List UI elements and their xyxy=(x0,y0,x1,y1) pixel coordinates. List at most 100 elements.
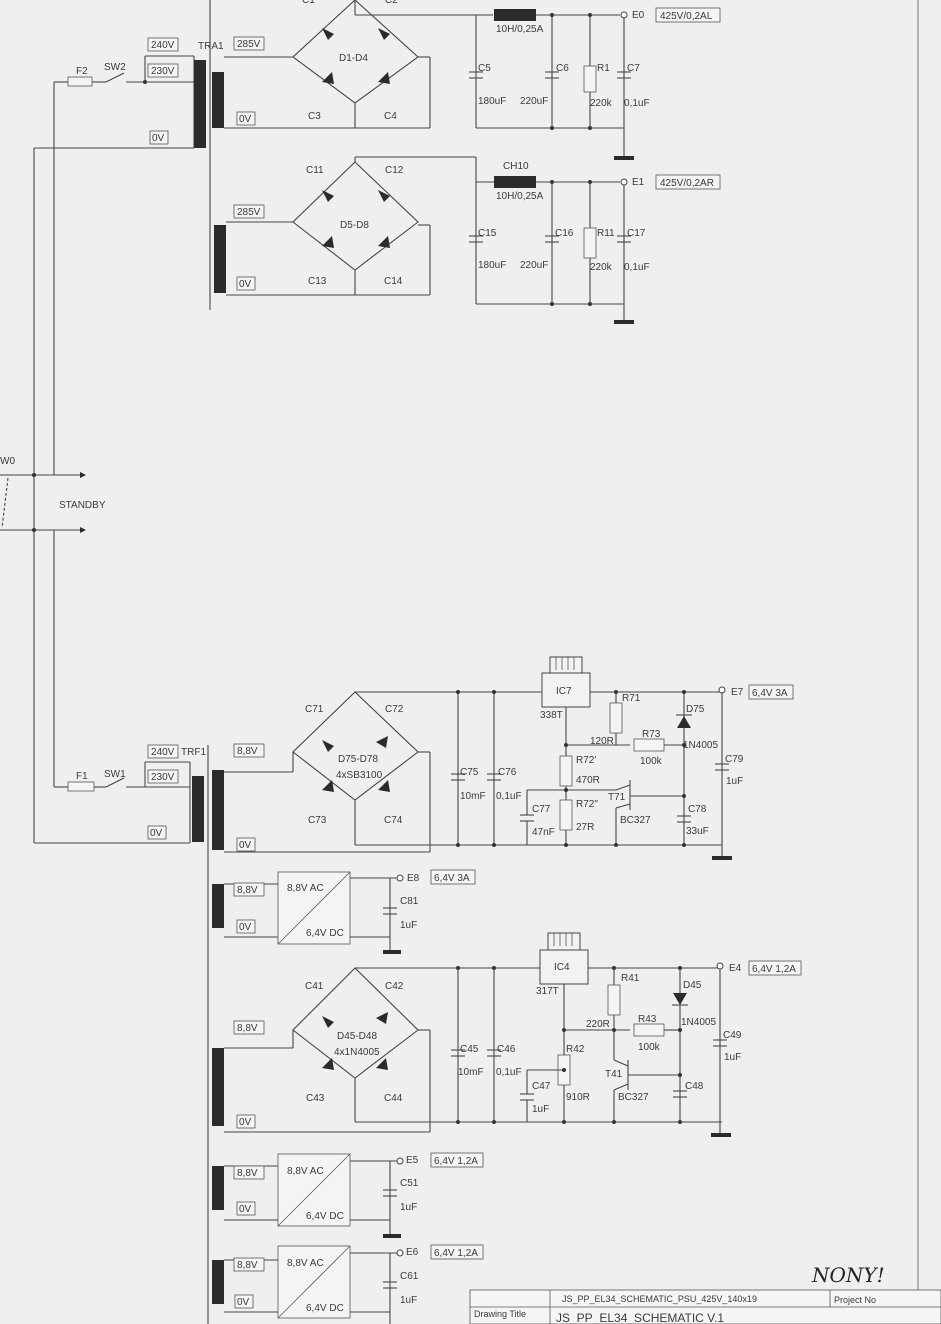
lv3-secondary-0v-box: 0V xyxy=(236,1114,256,1129)
svg-text:6,4V 3A: 6,4V 3A xyxy=(752,688,788,699)
c49-label: C49 xyxy=(723,1030,742,1041)
c17-value: 0,1uF xyxy=(624,262,650,273)
title-block-project-no-label: Project No xyxy=(834,1295,876,1305)
c78-label: C78 xyxy=(688,804,707,815)
r72b-value: 27R xyxy=(576,822,594,833)
lv3-regulator xyxy=(451,932,731,1137)
tap-box-230v-b: 230V xyxy=(147,769,179,784)
lv3-bridge xyxy=(224,967,722,1133)
svg-text:0V: 0V xyxy=(239,1204,252,1215)
e8-terminal-label: E8 xyxy=(407,873,420,884)
c6-value: 220uF xyxy=(520,96,548,107)
r1-label: R1 xyxy=(597,63,610,74)
c77-label: C77 xyxy=(532,804,551,815)
d5-d8-label: D5-D8 xyxy=(340,220,369,231)
r11-label: R11 xyxy=(597,228,615,239)
c61-label: C61 xyxy=(400,1271,419,1282)
e1-terminal-label: E1 xyxy=(632,177,645,188)
c79-value: 1uF xyxy=(726,776,743,787)
c6-label: C6 xyxy=(556,63,569,74)
c74-label: C74 xyxy=(384,815,403,826)
title-block-file-name: JS_PP_EL34_SCHEMATIC_PSU_425V_140x19 xyxy=(562,1294,757,1304)
r71-label: R71 xyxy=(622,693,641,704)
c81-label: C81 xyxy=(400,896,419,907)
c44-label: C44 xyxy=(384,1093,403,1104)
r42-value: 910R xyxy=(566,1092,590,1103)
lv2-dc-label: 6,4V DC xyxy=(306,928,344,939)
svg-text:0V: 0V xyxy=(150,828,163,839)
svg-text:0V: 0V xyxy=(239,840,252,851)
c7-value: 0,1uF xyxy=(624,98,650,109)
r71-value: 120R xyxy=(590,736,614,747)
c41-label: C41 xyxy=(305,981,324,992)
svg-text:285V: 285V xyxy=(237,207,261,218)
c42-label: C42 xyxy=(385,981,404,992)
t71-type: BC327 xyxy=(620,815,651,826)
ic7-label: IC7 xyxy=(556,686,572,697)
svg-text:6,4V 1,2A: 6,4V 1,2A xyxy=(752,964,796,975)
svg-text:230V: 230V xyxy=(151,66,175,77)
lv3-secondary-box: 8,8V xyxy=(233,1020,265,1035)
d45-label: D45 xyxy=(683,980,702,991)
e5-output-box: 6,4V 1,2A xyxy=(430,1152,484,1168)
lv3-bridge-type: 4x1N4005 xyxy=(334,1047,380,1058)
lv5-ac-label: 8,8V AC xyxy=(287,1258,324,1269)
r42-label: R42 xyxy=(566,1044,585,1055)
lv5-secondary-box: 8,8V xyxy=(233,1257,265,1272)
r43-value: 100k xyxy=(638,1042,661,1053)
tap-box-0v-b: 0V xyxy=(147,825,167,840)
lv2-ac-label: 8,8V AC xyxy=(287,883,324,894)
title-block-drawing-title: JS_PP_EL34_SCHEMATIC V.1 xyxy=(556,1311,724,1324)
tap-box-240v-b: 240V xyxy=(147,744,179,759)
e8-output-box: 6,4V 3A xyxy=(430,869,476,885)
svg-text:0V: 0V xyxy=(239,922,252,933)
lv1-secondary-box: 8,8V xyxy=(233,743,265,758)
lv5-dc-label: 6,4V DC xyxy=(306,1303,344,1314)
tap-box-240v-a: 240V xyxy=(147,37,179,52)
lv2-secondary-0v-box: 0V xyxy=(236,919,256,934)
transformer-tra1 xyxy=(194,0,226,310)
hv1-choke-value: 10H/0,25A xyxy=(496,24,544,35)
d75-label: D75 xyxy=(686,704,705,715)
svg-text:6,4V 3A: 6,4V 3A xyxy=(434,873,470,884)
c13-label: C13 xyxy=(308,276,327,287)
ic4-type: 317T xyxy=(536,986,559,997)
e7-terminal-label: E7 xyxy=(731,687,744,698)
e4-terminal-label: E4 xyxy=(729,963,742,974)
c78-value: 33uF xyxy=(686,826,709,837)
c1-label: C1 xyxy=(302,0,315,6)
tap-box-0v-a: 0V xyxy=(149,130,169,145)
c73-label: C73 xyxy=(308,815,327,826)
c79-label: C79 xyxy=(725,754,744,765)
svg-text:0V: 0V xyxy=(152,133,165,144)
c77-value: 47nF xyxy=(532,827,555,838)
c49-value: 1uF xyxy=(724,1052,741,1063)
c14-label: C14 xyxy=(384,276,403,287)
c47-value: 1uF xyxy=(532,1104,549,1115)
hv1-secondary-box: 285V xyxy=(233,36,265,51)
r11-value: 220k xyxy=(590,262,613,273)
svg-text:0V: 0V xyxy=(237,1297,250,1308)
lv1-regulator xyxy=(451,656,732,860)
c75-value: 10mF xyxy=(460,791,486,802)
c61-value: 1uF xyxy=(400,1295,417,1306)
c5-label: C5 xyxy=(478,63,491,74)
e5-terminal-label: E5 xyxy=(406,1155,419,1166)
svg-text:0V: 0V xyxy=(239,279,252,290)
r73-value: 100k xyxy=(640,756,663,767)
c45-label: C45 xyxy=(460,1044,479,1055)
svg-text:8,8V: 8,8V xyxy=(237,1168,258,1179)
lv4-secondary-box: 8,8V xyxy=(233,1165,265,1180)
r73-label: R73 xyxy=(642,729,661,740)
e6-output-box: 6,4V 1,2A xyxy=(430,1244,484,1260)
c72-label: C72 xyxy=(385,704,404,715)
c43-label: C43 xyxy=(306,1093,325,1104)
d45-d48-label: D45-D48 xyxy=(337,1031,377,1042)
c76-value: 0,1uF xyxy=(496,791,522,802)
c12-label: C12 xyxy=(385,165,404,176)
svg-text:0V: 0V xyxy=(239,114,252,125)
e0-terminal-label: E0 xyxy=(632,10,645,21)
c71-label: C71 xyxy=(305,704,324,715)
mains-wiring xyxy=(0,55,195,844)
t71-label: T71 xyxy=(608,792,626,803)
